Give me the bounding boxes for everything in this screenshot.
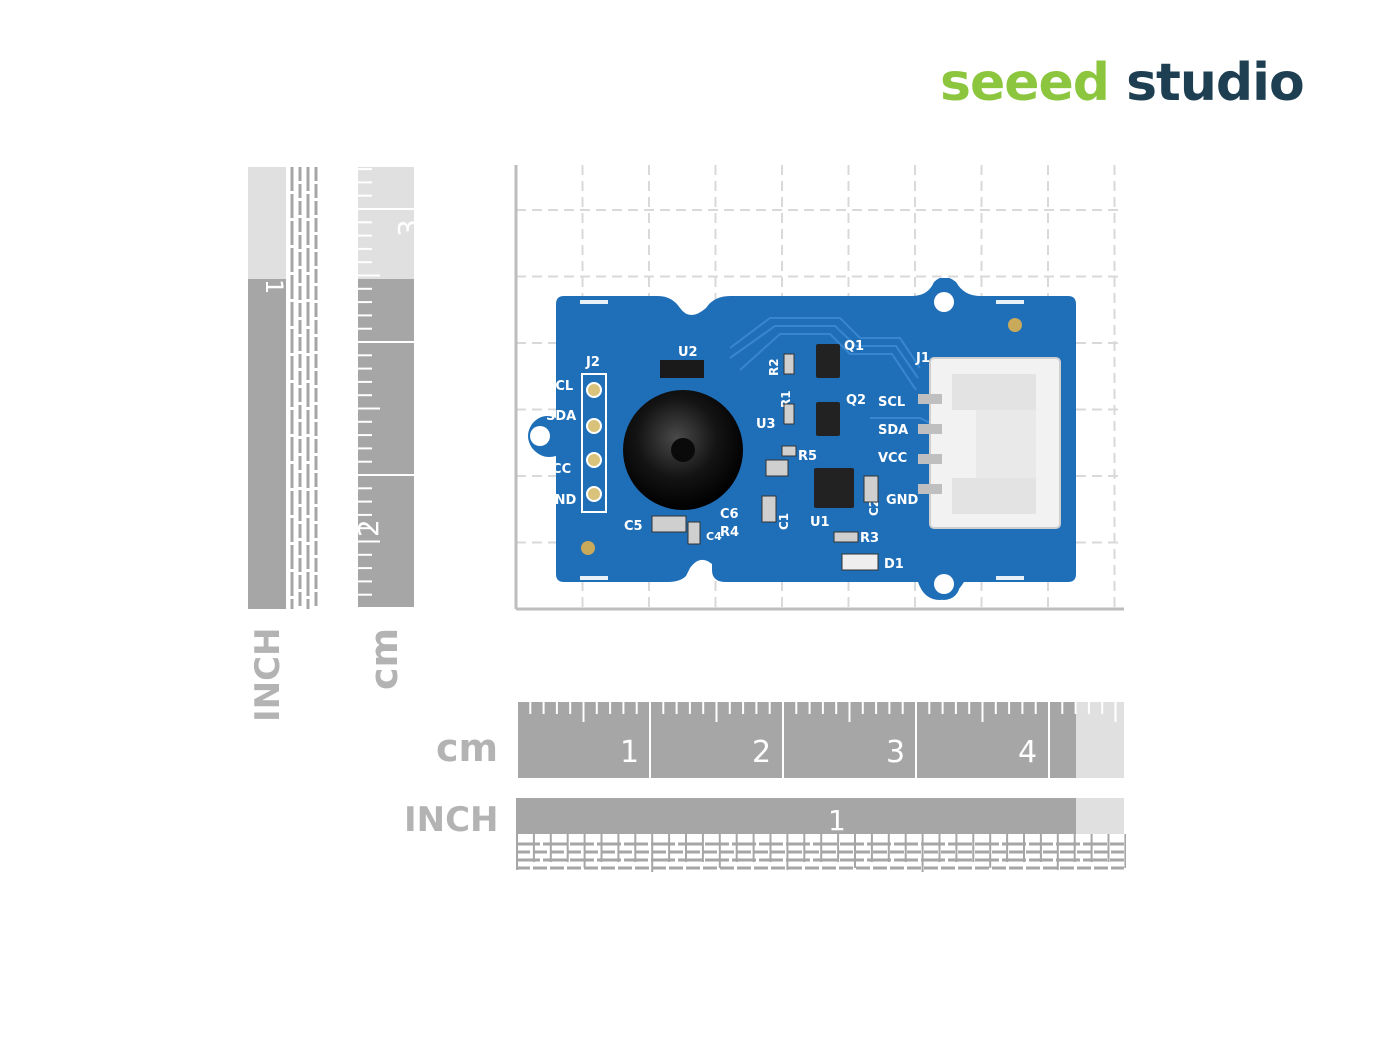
label-u3: U3 — [756, 417, 776, 432]
label-r3: R3 — [860, 531, 879, 546]
label-c6: C6 — [720, 507, 739, 522]
vertical-cm-label-2: 2 — [352, 519, 385, 537]
seeed-studio-logo: seeed studio — [940, 48, 1305, 118]
label-c2: C2 — [867, 499, 881, 516]
horizontal-cm-ruler: 1 2 3 4 — [516, 702, 1124, 778]
label-u1: U1 — [810, 515, 830, 530]
pin-right-gnd: GND — [886, 493, 919, 508]
vertical-inch-unit-label: INCH — [248, 627, 288, 722]
horizontal-cm-unit-label: cm — [436, 726, 499, 770]
label-r2: R2 — [767, 358, 781, 376]
label-u2: U2 — [678, 345, 698, 360]
horizontal-cm-label-2: 2 — [752, 735, 771, 770]
horizontal-inch-label-1: 1 — [828, 804, 846, 837]
pin-left-gnd: GND — [544, 493, 577, 508]
vertical-inch-ruler: 1 — [248, 167, 318, 609]
horizontal-cm-label-4: 4 — [1018, 735, 1037, 770]
label-c4: C4 — [706, 530, 722, 543]
horizontal-cm-label-1: 1 — [620, 735, 639, 770]
horizontal-inch-ruler: 1 — [516, 798, 1126, 872]
vertical-inch-label-1: 1 — [260, 279, 288, 294]
label-c1: C1 — [777, 513, 791, 530]
label-q2: Q2 — [846, 393, 866, 408]
logo-word-studio: studio — [1126, 53, 1305, 113]
vertical-cm-ruler: 3 2 1 — [352, 167, 416, 609]
horizontal-inch-unit-label: INCH — [404, 800, 499, 840]
horizontal-cm-label-3: 3 — [886, 735, 905, 770]
vertical-cm-unit-label: cm — [362, 627, 406, 690]
label-d1: D1 — [884, 557, 904, 572]
pin-right-scl: SCL — [878, 395, 905, 410]
vertical-cm-label-3: 3 — [392, 219, 416, 237]
label-j2: J2 — [585, 355, 600, 370]
pin-left-vcc: VCC — [542, 462, 571, 477]
pin-left-sda: SDA — [546, 409, 576, 424]
label-r4: R4 — [720, 525, 739, 540]
pin-right-vcc: VCC — [878, 451, 907, 466]
label-r5: R5 — [798, 449, 817, 464]
logo-word-seeed: seeed — [940, 53, 1110, 113]
label-j1: J1 — [915, 351, 930, 366]
pin-left-scl: SCL — [546, 379, 573, 394]
ir-temperature-sensor-board: J2 SCL SDA VCC GND U2 U3 C5 C6 R4 C4 Q1 … — [528, 278, 1076, 600]
label-c5: C5 — [624, 519, 643, 534]
label-q1: Q1 — [844, 339, 864, 354]
pin-right-sda: SDA — [878, 423, 908, 438]
